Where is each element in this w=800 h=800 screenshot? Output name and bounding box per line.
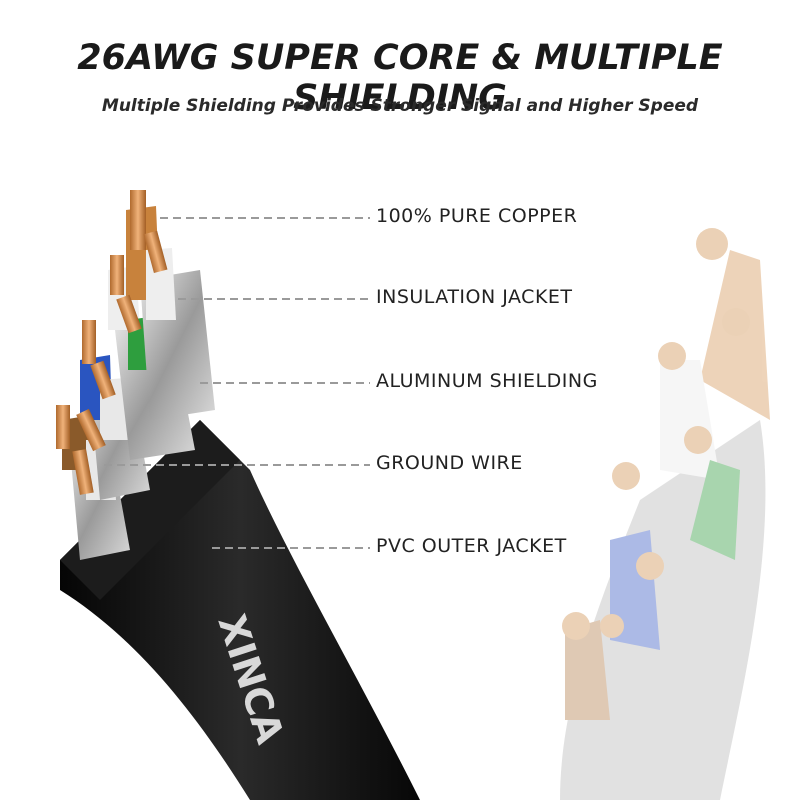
leader-lines [104,217,370,549]
label-pure-copper: 100% PURE COPPER [376,205,578,227]
background-cable [560,228,770,800]
label-pvc-outer-jacket: PVC OUTER JACKET [376,535,567,557]
page-title: 26AWG SUPER CORE & MULTIPLE SHIELDING [77,38,723,118]
copper-cores [56,190,168,495]
label-aluminum-shielding: ALUMINUM SHIELDING [376,370,598,392]
page-subtitle: Multiple Shielding Provides Stronger Sig… [101,96,699,116]
label-ground-wire: GROUND WIRE [376,452,523,474]
label-insulation-jacket: INSULATION JACKET [376,286,573,308]
